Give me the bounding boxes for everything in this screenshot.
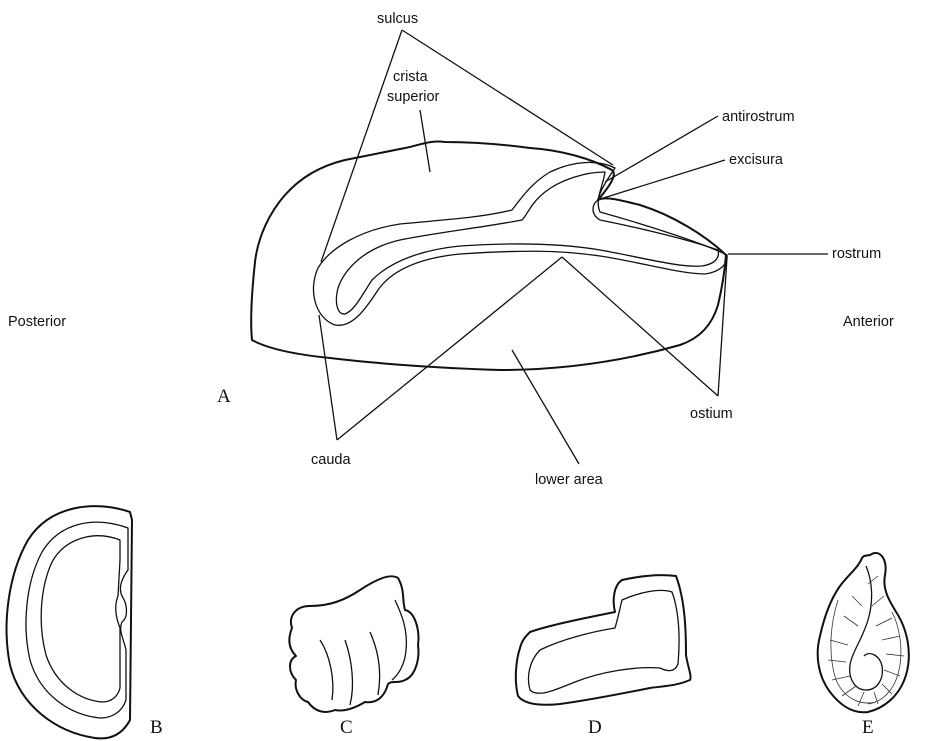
label-posterior: Posterior xyxy=(8,314,66,330)
otolith-c xyxy=(289,576,418,712)
leader-excisura xyxy=(597,160,725,200)
otolith-d-outline xyxy=(516,575,691,705)
otolith-c-ridge-3 xyxy=(345,640,352,705)
otolith-c-outline xyxy=(289,576,418,712)
otolith-c-ridge-1 xyxy=(392,600,406,680)
panel-letter-e: E xyxy=(862,717,874,738)
leader-sulcus-1 xyxy=(321,30,402,262)
otolith-e xyxy=(818,553,909,712)
label-anterior: Anterior xyxy=(843,314,894,330)
panel-letter-a: A xyxy=(217,386,231,407)
otolith-c-ridge-4 xyxy=(370,632,380,695)
otolith-b-inner xyxy=(41,536,120,702)
leader-crista xyxy=(420,110,430,172)
leader-ostium-1 xyxy=(562,257,718,396)
label-rostrum: rostrum xyxy=(832,246,881,262)
otolith-e-spiral xyxy=(850,566,883,690)
label-antirostrum: antirostrum xyxy=(722,109,795,125)
otolith-c-ridge-2 xyxy=(320,640,333,700)
label-ostium: ostium xyxy=(690,406,733,422)
otolith-d-sulcus xyxy=(528,590,679,693)
otolith-d xyxy=(516,575,691,705)
panel-letter-b: B xyxy=(150,717,163,738)
label-lower-area: lower area xyxy=(535,472,604,488)
panel-letter-d: D xyxy=(588,717,602,738)
otolith-e-ring-2 xyxy=(868,612,901,704)
leader-antirostrum xyxy=(605,116,718,182)
label-superior: superior xyxy=(387,89,440,105)
label-sulcus: sulcus xyxy=(377,11,418,27)
leader-cauda-1 xyxy=(319,315,337,440)
label-cauda: cauda xyxy=(311,452,351,468)
sulcus-inner xyxy=(336,172,718,314)
otolith-b xyxy=(7,506,132,738)
label-crista: crista xyxy=(393,69,429,85)
leader-cauda-2 xyxy=(337,257,562,440)
label-excisura: excisura xyxy=(729,152,784,168)
panel-letter-c: C xyxy=(340,717,353,738)
